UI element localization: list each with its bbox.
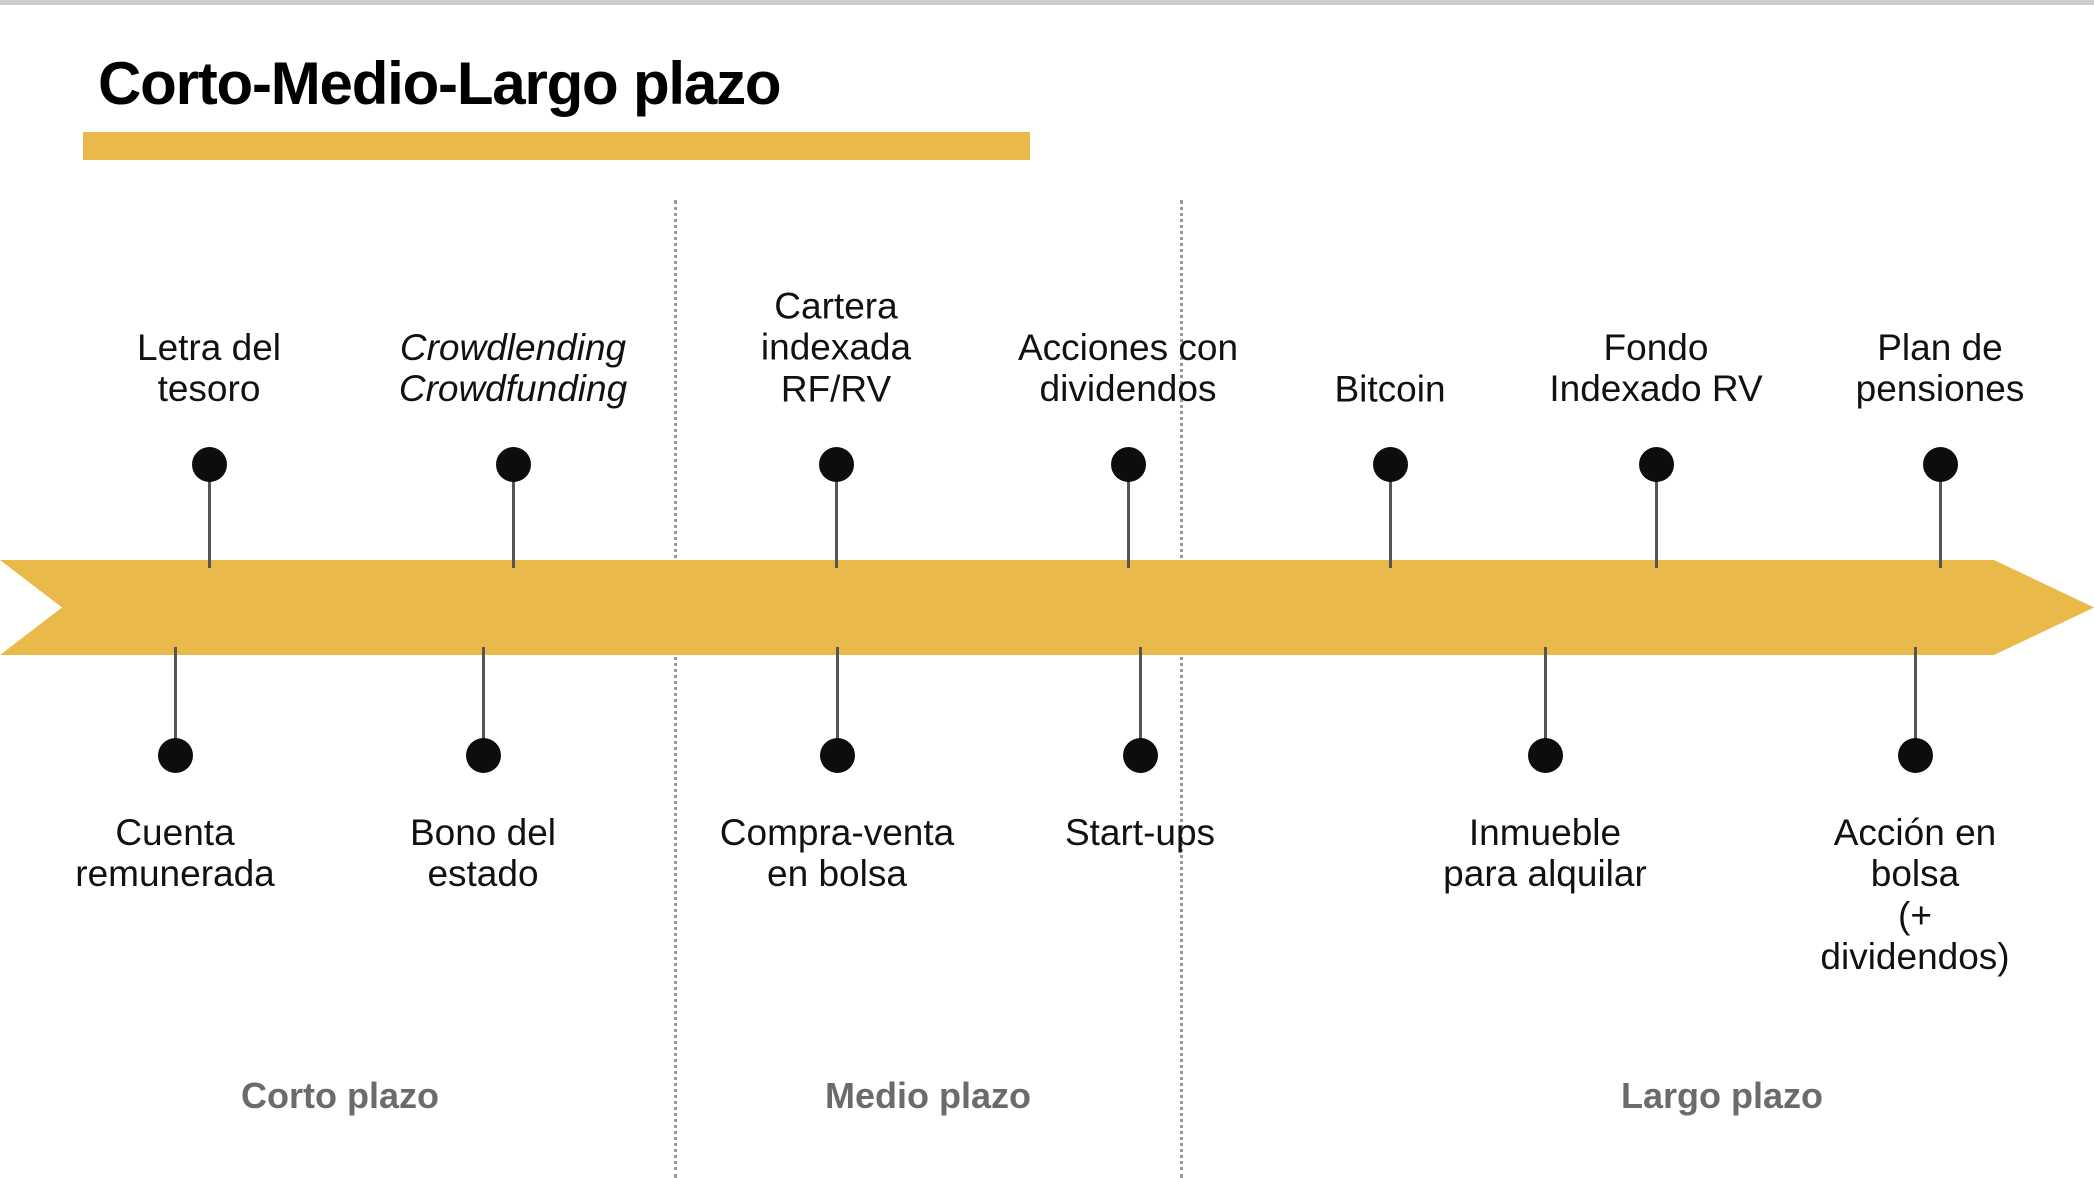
item-label-above-2: Cartera indexada RF/RV — [760, 285, 912, 410]
title-underline-accent — [83, 132, 1030, 160]
item-label-below-3: Start-ups — [1064, 812, 1216, 853]
marker-dot[interactable] — [496, 447, 531, 482]
item-label-below-4: Inmueble para alquilar — [1443, 812, 1647, 895]
marker-dot[interactable] — [1923, 447, 1958, 482]
marker-dot[interactable] — [820, 738, 855, 773]
marker-stem — [208, 464, 211, 568]
marker-dot[interactable] — [1639, 447, 1674, 482]
marker-stem — [1139, 647, 1142, 755]
item-label-below-1: Bono del estado — [409, 812, 557, 895]
marker-dot[interactable] — [1111, 447, 1146, 482]
page-title-wrap: Corto-Medio-Largo plazo — [98, 50, 782, 117]
marker-dot[interactable] — [1123, 738, 1158, 773]
marker-stem — [174, 647, 177, 755]
marker-dot[interactable] — [158, 738, 193, 773]
marker-dot[interactable] — [1898, 738, 1933, 773]
marker-dot[interactable] — [1373, 447, 1408, 482]
marker-stem — [1127, 464, 1130, 568]
item-label-above-5: Fondo Indexado RV — [1549, 327, 1763, 410]
item-label-above-3: Acciones con dividendos — [1017, 327, 1239, 410]
page-title: Corto-Medio-Largo plazo — [98, 50, 782, 117]
section-caption-medio: Medio plazo — [825, 1075, 1031, 1116]
timeline-arrow-band — [0, 560, 2094, 655]
marker-dot[interactable] — [819, 447, 854, 482]
section-divider-1 — [674, 200, 677, 1178]
marker-stem — [1544, 647, 1547, 755]
marker-dot[interactable] — [192, 447, 227, 482]
section-divider-2 — [1180, 200, 1183, 1178]
marker-stem — [1389, 464, 1392, 568]
marker-stem — [836, 647, 839, 755]
marker-stem — [1914, 647, 1917, 755]
item-label-below-0: Cuenta remunerada — [75, 812, 275, 895]
marker-stem — [512, 464, 515, 568]
marker-dot[interactable] — [466, 738, 501, 773]
item-label-below-5: Acción en bolsa (+ dividendos) — [1820, 812, 2010, 978]
top-divider-rule — [0, 0, 2094, 5]
item-label-above-6: Plan de pensiones — [1855, 327, 2025, 410]
marker-stem — [1655, 464, 1658, 568]
marker-stem — [482, 647, 485, 755]
item-label-above-1: Crowdlending Crowdfunding — [398, 327, 628, 410]
marker-dot[interactable] — [1528, 738, 1563, 773]
item-label-above-0: Letra del tesoro — [137, 327, 281, 410]
item-label-below-2: Compra-venta en bolsa — [719, 812, 955, 895]
section-caption-corto: Corto plazo — [241, 1075, 439, 1116]
section-caption-largo: Largo plazo — [1620, 1075, 1824, 1116]
item-label-above-4: Bitcoin — [1334, 368, 1446, 410]
arrow-shape — [0, 560, 2094, 655]
marker-stem — [835, 464, 838, 568]
marker-stem — [1939, 464, 1942, 568]
